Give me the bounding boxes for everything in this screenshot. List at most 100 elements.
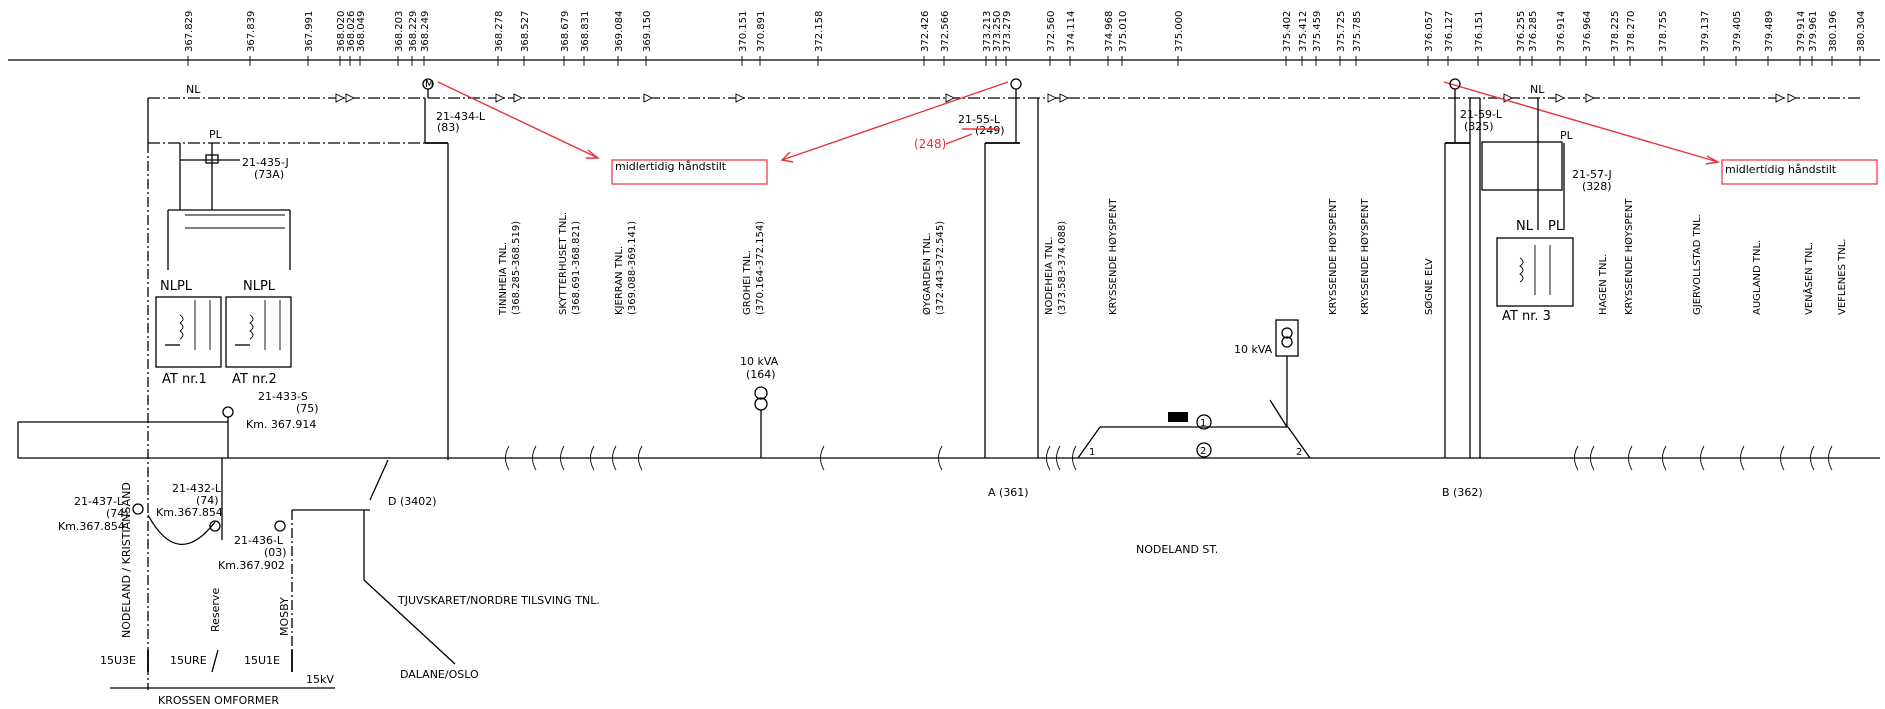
switch-55-num: (249)	[975, 124, 1005, 137]
nl-label-left: NL	[186, 83, 201, 96]
km-label: 369.084	[614, 11, 625, 52]
switch-21-437-L[interactable]: 21-437-L (74) Km.367.854	[58, 495, 216, 546]
feeder-nodeland: NODELAND / KRISTIANSAND 15U3E	[100, 482, 149, 672]
km-label: 379.961	[1808, 11, 1819, 52]
km-label: 373.250	[992, 11, 1003, 52]
tunnel-range: (373.583-374.088)	[1057, 221, 1068, 315]
km-label: 368.229	[408, 11, 419, 52]
switch-432-km: Km.367.854	[156, 506, 223, 519]
substation-label: KROSSEN OMFORMER	[158, 694, 279, 707]
km-label: 376.151	[1474, 11, 1485, 52]
track-bracket	[1662, 445, 1667, 471]
autotransformer-3[interactable]: NL PL AT nr. 3	[1496, 219, 1574, 324]
km-label: 375.010	[1118, 11, 1129, 52]
km-label: 368.203	[394, 11, 405, 52]
right-conductor-labels: NL PL	[1530, 83, 1574, 230]
km-label: 368.527	[520, 11, 531, 52]
km-label: 375.459	[1312, 11, 1323, 52]
km-label: 372.158	[814, 11, 825, 52]
tunnel-name: VEFLENES TNL.	[1837, 239, 1848, 315]
nl-label-right: NL	[1530, 83, 1545, 96]
switch-21-55-L[interactable]: 21-55-L (249) A (361)	[958, 78, 1039, 499]
track-insulators	[505, 445, 1833, 471]
nl-marker	[345, 93, 356, 103]
feeder-mosby: MOSBY 15U1E	[244, 597, 293, 672]
track-1: 1	[1200, 418, 1206, 429]
switch-21-432-L[interactable]: 21-432-L (74) Km.367.854	[156, 458, 223, 540]
switch-432-id: 21-432-L	[172, 482, 222, 495]
branch-dalane: TJUVSKARET/NORDRE TILSVING TNL. DALANE/O…	[363, 459, 600, 681]
pl-feeder-line-left: PL	[148, 128, 425, 144]
switch-433-num: (75)	[296, 402, 319, 415]
tunnel-name: NODEHEIA TNL.	[1044, 236, 1055, 315]
km-label: 376.964	[1582, 11, 1593, 52]
signal-marker	[1168, 412, 1188, 422]
km-label: 379.137	[1700, 11, 1711, 52]
km-label: 367.829	[184, 11, 195, 52]
switch-21-433-S[interactable]: 21-433-S (75) Km. 367.914	[17, 390, 319, 458]
station-loop: 1 2 1 2 NODELAND ST.	[1077, 412, 1311, 556]
switch-21-57-J[interactable]: 21-57-J (328)	[1481, 141, 1612, 193]
at2-nlpl: NLPL	[243, 279, 276, 294]
tunnel-range: (368.285-368.519)	[511, 221, 522, 315]
section-d: D (3402)	[388, 495, 437, 508]
switch-436-km: Km.367.902	[218, 559, 285, 572]
km-label: 370.151	[738, 11, 749, 52]
switch-59-num: (325)	[1464, 120, 1494, 133]
feeder-nodeland-label: NODELAND / KRISTIANSAND	[120, 482, 133, 638]
branch-tunnel: TJUVSKARET/NORDRE TILSVING TNL.	[397, 594, 600, 607]
tunnel-range: (368.691-368.821)	[571, 221, 582, 315]
t1-kva: 10 kVA	[740, 355, 779, 368]
autotransformer-1[interactable]: NLPL AT nr.1	[155, 279, 222, 387]
transformer-station[interactable]: 10 kVA	[1234, 319, 1299, 428]
km-label: 375.412	[1298, 11, 1309, 52]
km-label: 368.049	[356, 11, 367, 52]
km-label: 373.213	[982, 11, 993, 52]
track-bracket	[1072, 445, 1077, 471]
km-label: 368.020	[336, 11, 347, 52]
tunnel-name: GJERVOLLSTAD TNL.	[1692, 214, 1703, 315]
km-label: 373.279	[1002, 11, 1013, 52]
switch-21-436-L[interactable]: 21-436-L (03) Km.367.902	[218, 509, 370, 650]
autotransformer-2[interactable]: NLPL AT nr.2	[225, 279, 292, 387]
nl-marker	[495, 93, 506, 103]
km-label: 372.426	[920, 11, 931, 52]
km-label: 376.057	[1424, 11, 1435, 52]
km-label: 379.914	[1796, 11, 1807, 52]
nl-marker	[1775, 93, 1786, 103]
nl-marker	[643, 93, 654, 103]
km-label: 369.150	[642, 11, 653, 52]
track-bracket	[1046, 445, 1051, 471]
track-bracket	[1056, 445, 1061, 471]
track-bracket	[638, 445, 643, 471]
switch-437-id: 21-437-L	[74, 495, 124, 508]
annotation-right: midlertidig håndstilt (248)	[914, 81, 1878, 185]
km-label: 368.249	[420, 11, 431, 52]
tunnel-name: KRYSSENDE HØYSPENT	[1623, 198, 1635, 315]
svg-text:M: M	[425, 79, 434, 90]
km-label: 375.725	[1336, 11, 1347, 52]
annotation-left-text: midlertidig håndstilt	[615, 160, 727, 173]
tunnel-range: (372.443-372.545)	[935, 221, 946, 315]
feeder-nodeland-code: 15U3E	[100, 654, 136, 667]
switch-21-435-J[interactable]: 21-435-J (73A)	[167, 143, 291, 270]
station-name: NODELAND ST.	[1136, 543, 1218, 556]
km-label: 374.114	[1066, 11, 1077, 52]
km-label: 372.566	[940, 11, 951, 52]
switch-21-59-L[interactable]: 21-59-L (325) B (362)	[1442, 78, 1503, 499]
annotation-248: (248)	[914, 137, 946, 151]
nl-feeder-line: NL	[147, 83, 1860, 143]
km-label: 374.968	[1104, 11, 1115, 52]
transformer-164[interactable]: 10 kVA (164)	[740, 355, 779, 458]
switch-437-num: (74)	[106, 507, 129, 520]
pl-label-left: PL	[209, 128, 223, 141]
track-bracket	[1574, 445, 1579, 471]
switch-21-434-L[interactable]: M 21-434-L (83)	[422, 78, 486, 460]
track-bracket	[1810, 445, 1815, 471]
sw-2: 2	[1296, 447, 1302, 458]
km-label: 368.679	[560, 11, 571, 52]
track-bracket	[505, 445, 510, 471]
tunnel-range: (370.164-372.154)	[755, 221, 766, 315]
switch-57-id: 21-57-J	[1572, 168, 1612, 181]
